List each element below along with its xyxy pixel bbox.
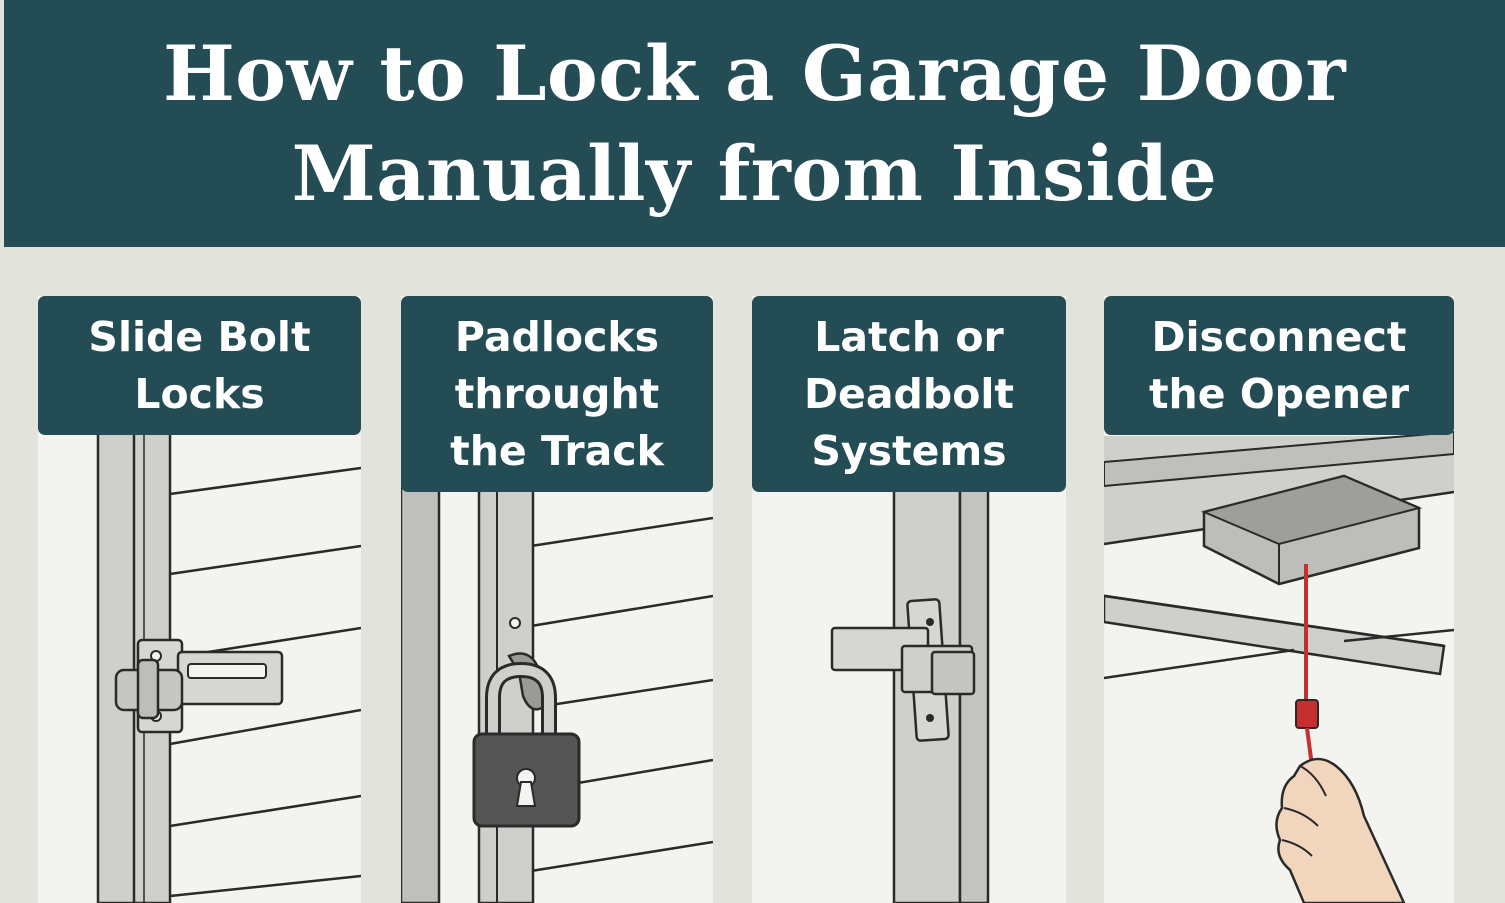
page-title-line-1: How to Lock a Garage Door: [162, 28, 1347, 118]
panel-label-line: Slide Bolt: [88, 312, 311, 361]
title-banner: How to Lock a Garage Door Manually from …: [4, 0, 1505, 247]
panel-label-line: Disconnect: [1151, 312, 1407, 361]
panel-label: Slide Bolt Locks: [38, 296, 361, 435]
panel-latch-deadbolt-systems: Latch or Deadbolt Systems: [752, 296, 1066, 903]
panel-label-line: Padlocks: [454, 312, 660, 361]
panel-label: Latch or Deadbolt Systems: [752, 296, 1066, 492]
panel-label-line: the Track: [450, 426, 664, 475]
panel-label-line: Systems: [811, 426, 1007, 475]
panel-padlocks-through-track: Padlocks throught the Track: [401, 296, 713, 903]
panel-label-line: Latch or: [814, 312, 1004, 361]
panel-label-line: Locks: [134, 369, 265, 418]
panel-label: Disconnect the Opener: [1104, 296, 1454, 435]
padlock-icon: [472, 661, 581, 828]
page-title-line-2: Manually from Inside: [291, 128, 1218, 218]
panel-slide-bolt-locks: Slide Bolt Locks: [38, 296, 361, 903]
panel-label-line: Deadbolt: [803, 369, 1015, 418]
panel-label-line: the Opener: [1148, 369, 1410, 418]
panel-disconnect-opener: Disconnect the Opener: [1104, 296, 1454, 903]
panel-label-line: throught: [454, 369, 660, 418]
panel-label: Padlocks throught the Track: [401, 296, 713, 492]
